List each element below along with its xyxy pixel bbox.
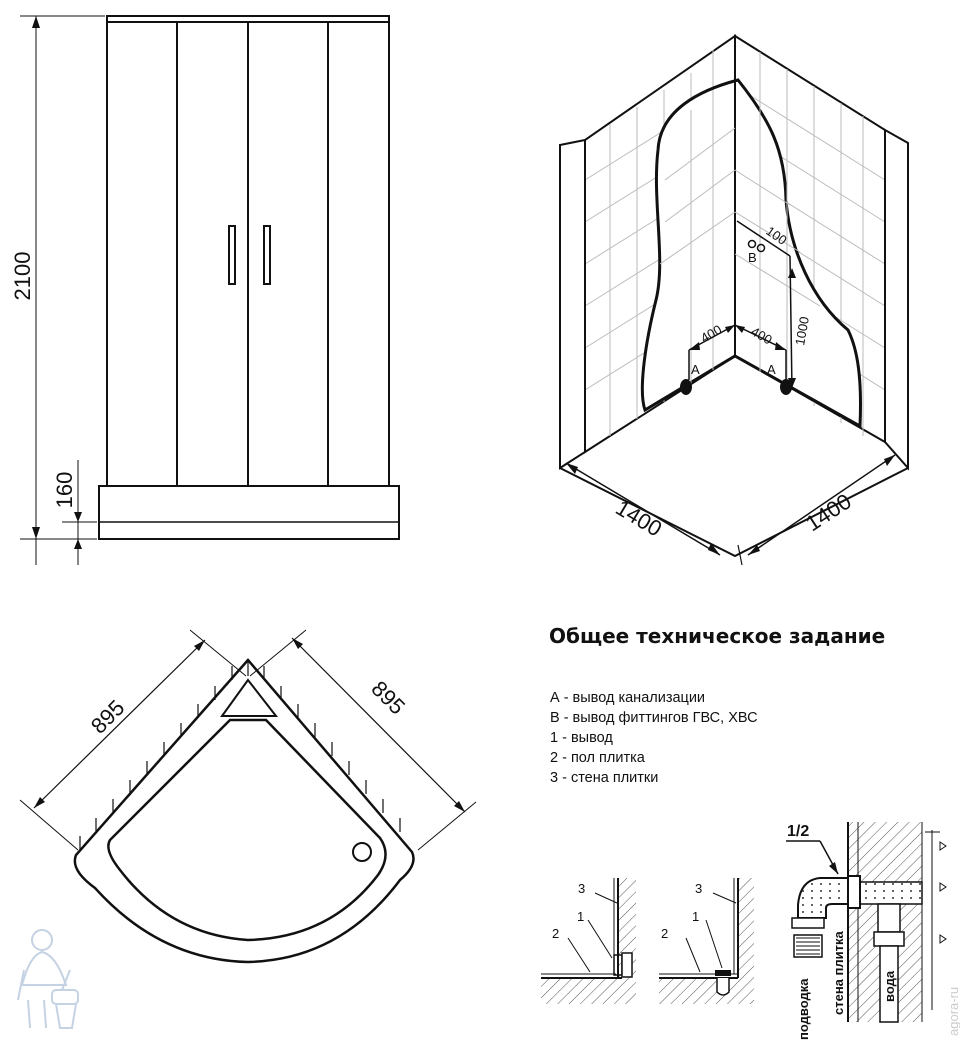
corner-view: 400 400 100 1000 B A A 1400 1400 — [559, 34, 909, 566]
detail1-num1: 1 — [577, 909, 584, 924]
detail2-num2: 2 — [661, 926, 668, 941]
pipe-label-wall: стена плитка — [831, 931, 846, 1015]
legend: А - вывод канализации В - вывод фиттинго… — [550, 688, 758, 788]
label-point-a-right: A — [767, 362, 776, 377]
detail-1: 3 1 2 — [541, 878, 636, 1004]
detail1-num2: 2 — [552, 926, 559, 941]
front-view: 2100 160 — [10, 15, 400, 565]
dim-side-right: 895 — [366, 676, 410, 720]
dim-side-left: 895 — [86, 695, 130, 739]
pipe-label-supply: подводка — [796, 978, 811, 1040]
pipe-fraction: 1/2 — [787, 823, 809, 840]
dim-width-left: 1400 — [611, 495, 666, 542]
legend-item: 2 - пол плитка — [550, 750, 645, 766]
shower-tray-front — [98, 485, 400, 540]
label-point-a-left: A — [691, 362, 700, 377]
watermark-text: agora-ru — [946, 987, 960, 1036]
plumber-logo — [17, 929, 79, 1029]
label-point-b: B — [748, 250, 757, 265]
legend-item: А - вывод канализации — [550, 690, 706, 706]
dim-width-right: 1400 — [801, 489, 856, 537]
dim-height-total: 2100 — [10, 252, 35, 301]
spec-title: Общее техническое задание — [549, 624, 886, 648]
pipe-detail: 1/2 подводка стена плитка вода — [786, 822, 947, 1040]
door-handle-left — [228, 225, 236, 285]
legend-item: 3 - стена плитки — [550, 770, 659, 786]
detail1-num3: 3 — [578, 881, 585, 896]
legend-item: 1 - вывод — [550, 730, 613, 746]
door-handle-right — [263, 225, 271, 285]
dim-height-fittings: 1000 — [792, 315, 812, 346]
pipe-label-water: вода — [882, 970, 897, 1002]
tray-plan-view: 895 895 — [19, 629, 477, 964]
detail2-num1: 1 — [692, 909, 699, 924]
detail-2: 3 1 2 — [659, 878, 754, 1004]
dim-tray-height: 160 — [52, 472, 77, 509]
legend-item: В - вывод фиттингов ГВС, ХВС — [550, 710, 758, 726]
detail2-num3: 3 — [695, 881, 702, 896]
